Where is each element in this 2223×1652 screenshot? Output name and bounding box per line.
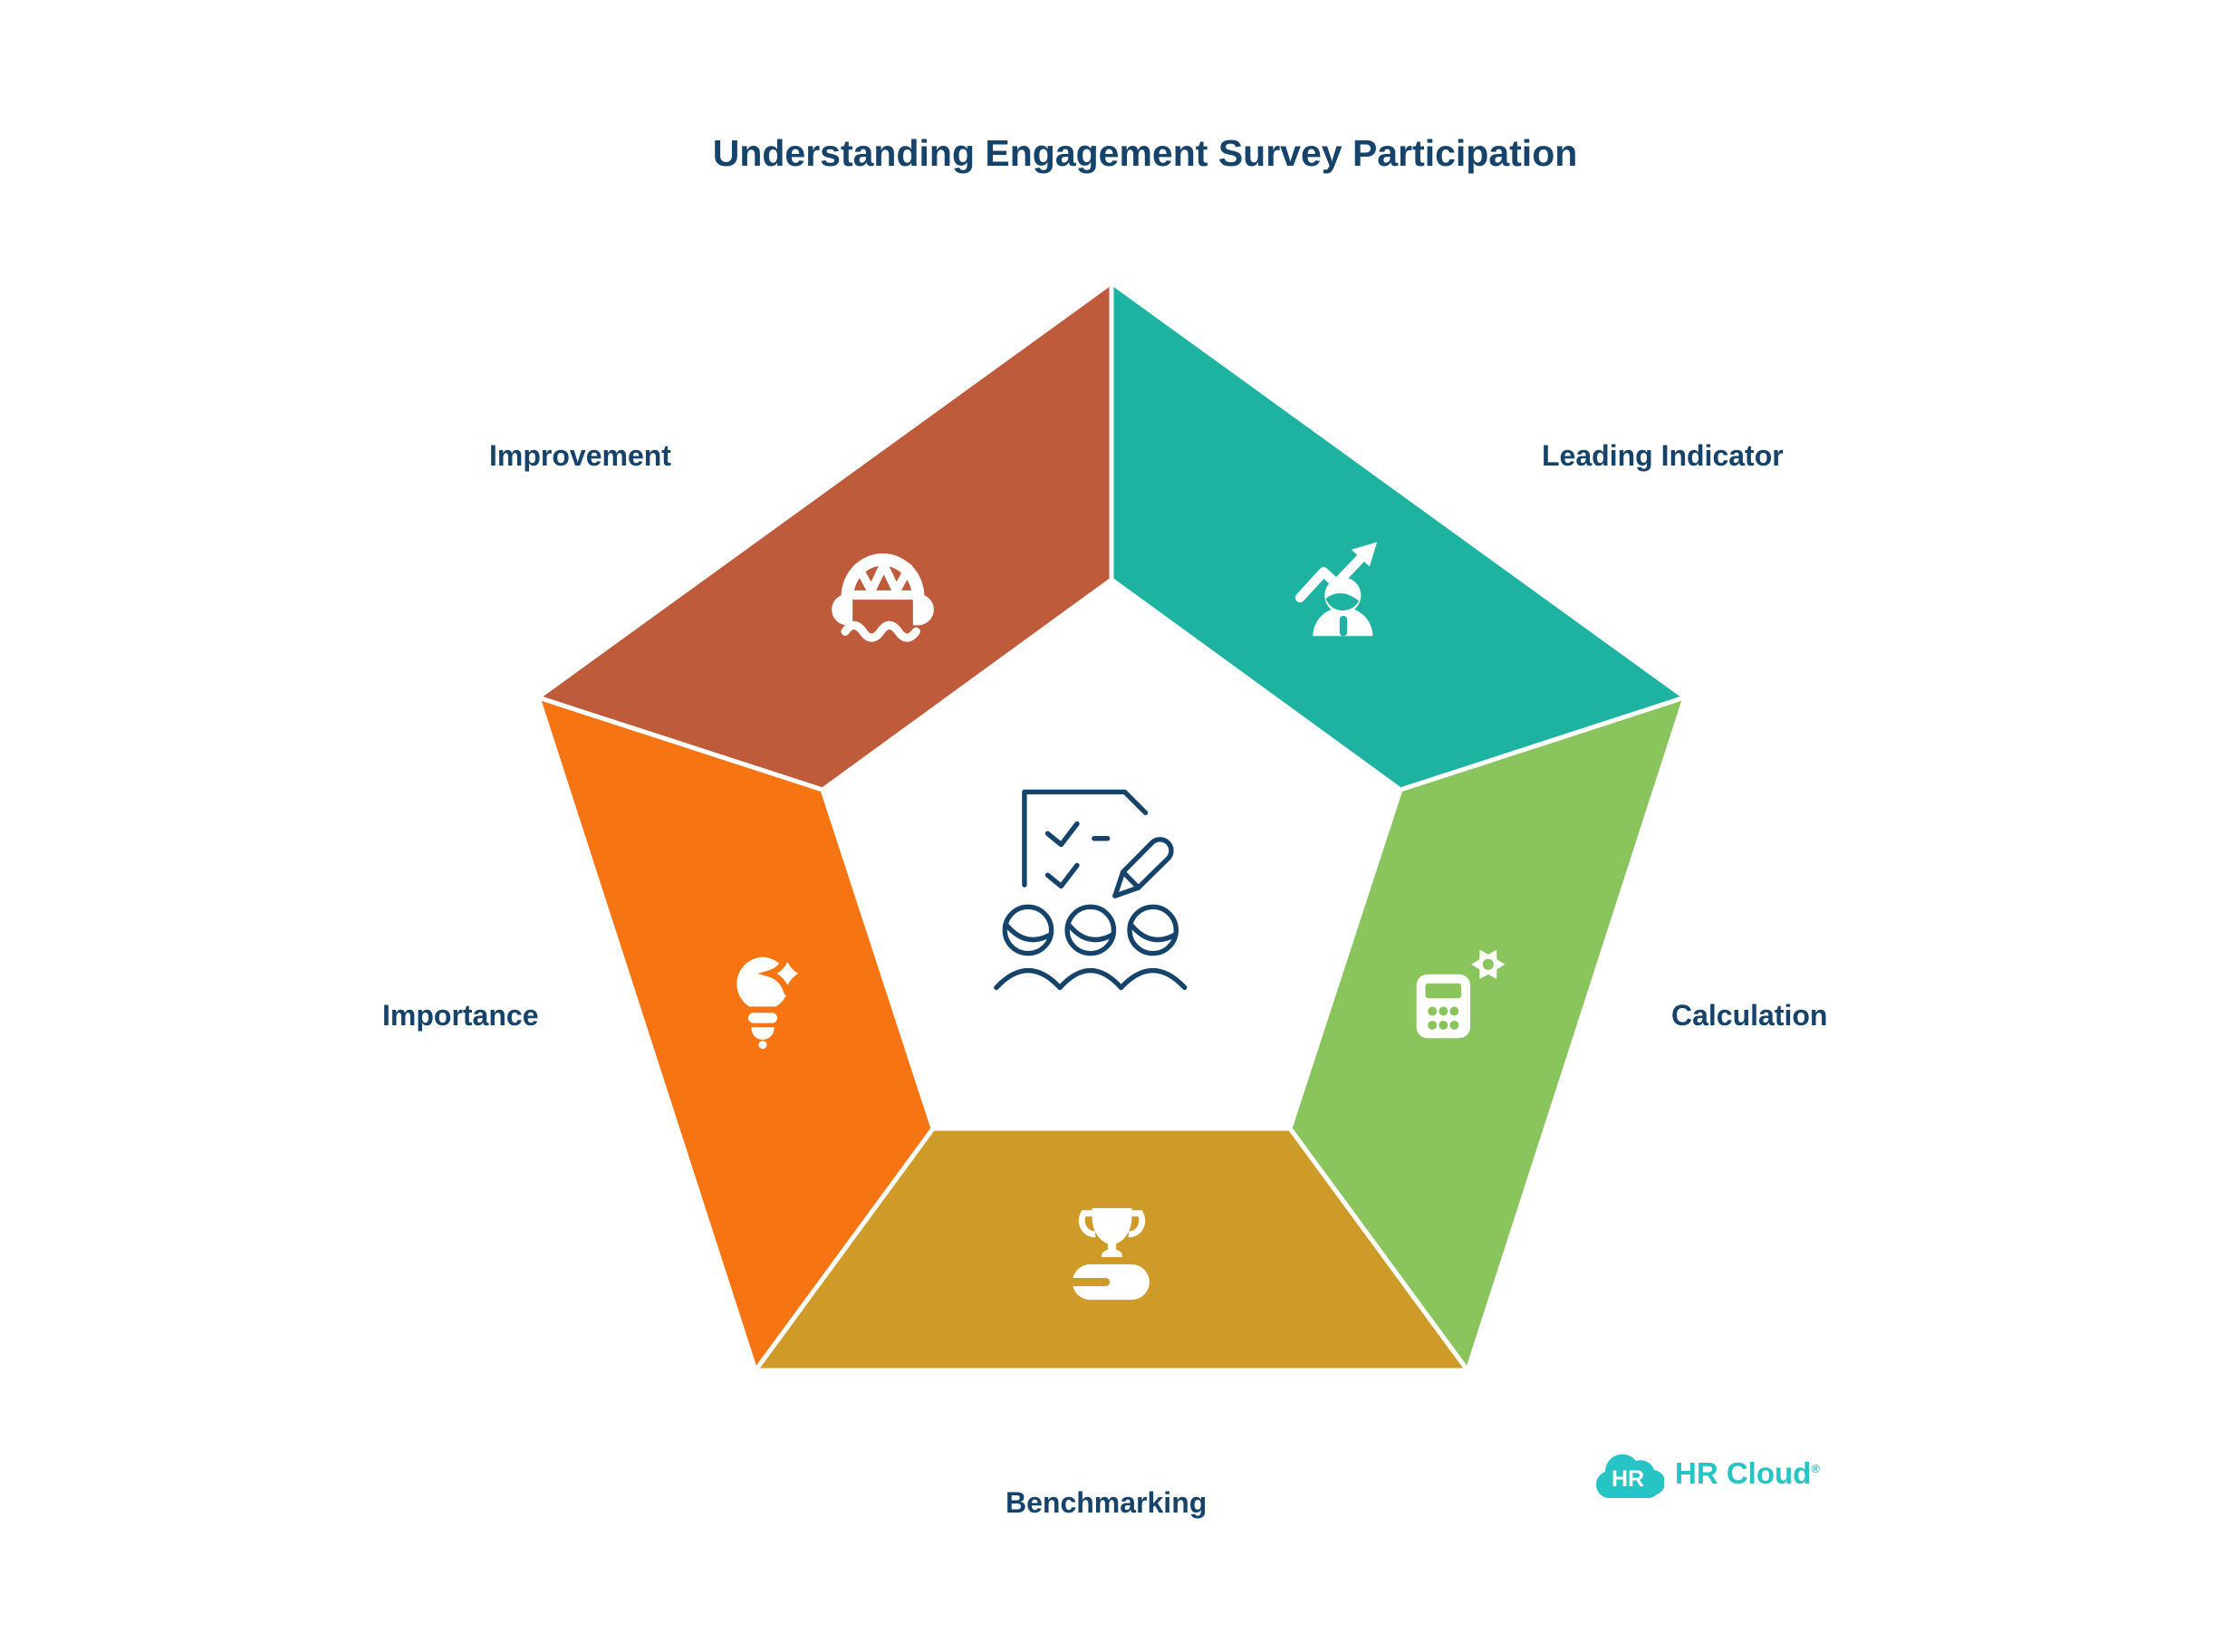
survey-checklist-people-icon <box>994 789 1188 991</box>
page-title: Understanding Engagement Survey Particip… <box>712 132 1578 174</box>
lightbulb-sparkle-icon <box>736 952 818 1050</box>
label-benchmarking: Benchmarking <box>1006 1486 1208 1519</box>
hr-badge-text: HR <box>1612 1466 1644 1492</box>
registered-mark: ® <box>1811 1462 1820 1475</box>
segment-importance <box>535 695 936 1373</box>
hr-cloud-icon: HR <box>1596 1454 1664 1499</box>
label-importance: Importance <box>382 999 539 1032</box>
calculator-gear-icon <box>1416 949 1506 1039</box>
label-leading-indicator: Leading Indicator <box>1542 439 1784 472</box>
segment-leading-indicator <box>1109 280 1688 792</box>
segment-improvement <box>535 280 1114 792</box>
label-calculation: Calculation <box>1671 999 1828 1032</box>
person-growth-arrow-icon <box>1294 542 1378 637</box>
bridge-water-icon <box>832 553 934 642</box>
hr-cloud-logo: HR HR Cloud® <box>1592 1446 1820 1502</box>
hr-cloud-wordmark: HR Cloud® <box>1675 1456 1820 1490</box>
trophy-book-icon <box>1065 1207 1150 1301</box>
label-improvement: Improvement <box>489 439 671 472</box>
